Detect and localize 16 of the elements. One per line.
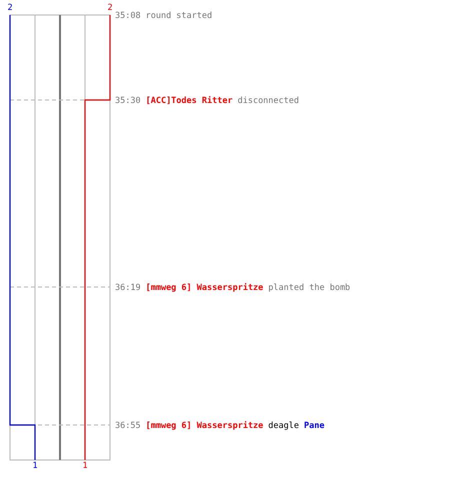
timestamp: 36:19 (115, 283, 141, 293)
player-name: [mmweg 6] Wasserspritze (146, 421, 264, 431)
player-name: [ACC]Todes Ritter (146, 96, 233, 106)
count-label: 2 (108, 3, 113, 13)
count-label: 2 (8, 3, 13, 13)
player-name: [mmweg 6] Wasserspritze (146, 283, 264, 293)
player-name: Pane (304, 421, 324, 431)
count-label: 1 (82, 461, 88, 471)
event-text: planted the bomb (268, 283, 350, 293)
timestamp: 35:30 (115, 96, 141, 106)
timestamp: 36:55 (115, 421, 141, 431)
timestamp: 35:08 (115, 11, 141, 21)
event-text: disconnected (238, 96, 300, 106)
weapon-name: deagle (268, 421, 300, 431)
event-text: round started (146, 11, 212, 21)
count-label: 1 (32, 461, 38, 471)
